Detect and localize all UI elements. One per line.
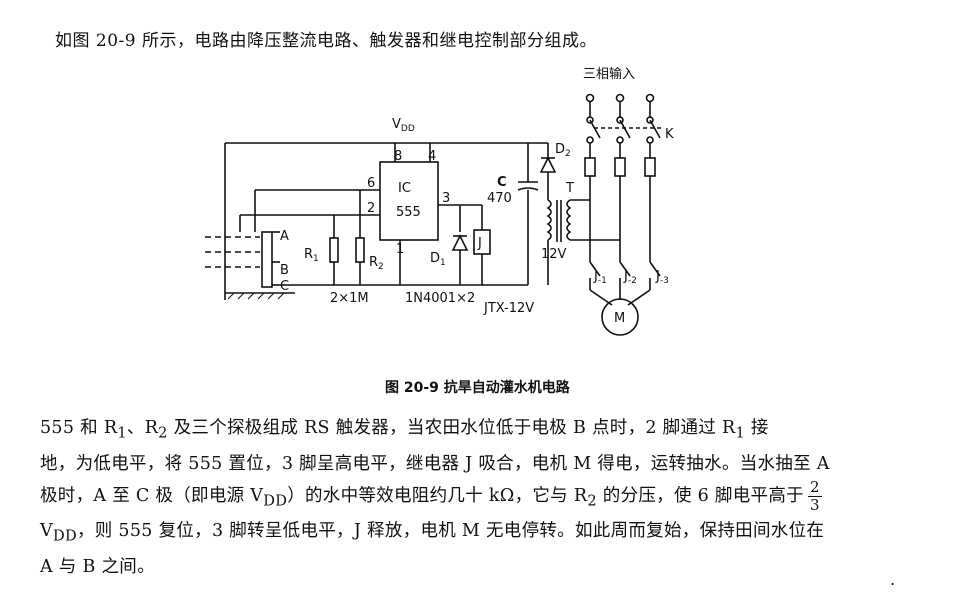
pin-3-label: 3	[442, 191, 450, 206]
r1-label: R1	[304, 247, 319, 264]
d2-label: D2	[555, 142, 571, 159]
cap-value: 470	[487, 191, 512, 206]
ic-label: IC	[398, 181, 411, 196]
paragraph-line-4: VDD，则 555 复位，3 脚转呈低电平，J 释放，电机 M 无电停转。如此周…	[40, 521, 825, 545]
ic-name: 555	[396, 205, 421, 220]
paragraph-line-3: 极时，A 至 C 极（即电源 VDD）的水中等效电阻约几十 kΩ，它与 R2 的…	[40, 477, 822, 514]
pin-4-label: 4	[428, 149, 436, 164]
twelve-volt-label: 12V	[541, 247, 567, 262]
intro-text: 如图 20-9 所示，电路由降压整流电路、触发器和继电控制部分组成。	[55, 31, 597, 51]
three-phase-input-label: 三相输入	[583, 66, 635, 82]
vdd-label: VDD	[392, 117, 415, 134]
probe-c-label: C	[280, 279, 289, 294]
transformer-label: T	[565, 181, 574, 196]
cap-label: C	[497, 175, 507, 190]
pin-1-label: 1	[396, 242, 404, 257]
diode-value: 1N4001×2	[405, 291, 475, 306]
motor-circle	[601, 298, 639, 336]
probe-b-label: B	[280, 263, 289, 278]
d1-label: D1	[430, 251, 446, 268]
contact-j3-label: J-3	[655, 269, 669, 286]
probe-a-label: A	[280, 229, 289, 244]
ic-555-box	[379, 161, 439, 241]
paragraph-line-1: 555 和 R1、R2 及三个探极组成 RS 触发器，当农田水位低于电极 B 点…	[40, 418, 769, 442]
motor-label: M	[614, 311, 625, 326]
paragraph-line-2: 地，为低电平，将 555 置位，3 脚呈高电平，继电器 J 吸合，电机 M 得电…	[40, 453, 830, 474]
contact-j1-label: J-1	[593, 269, 607, 286]
pin-8-label: 8	[394, 149, 402, 164]
contact-j2-label: J-2	[623, 269, 637, 286]
resistors-value: 2×1M	[330, 291, 369, 306]
pin-2-label: 2	[367, 201, 375, 216]
figure-caption: 图 20-9 抗旱自动灌水机电路	[385, 380, 570, 396]
pin-6-label: 6	[367, 176, 375, 191]
relay-value: JTX-12V	[483, 301, 534, 316]
switch-k-label: K	[665, 127, 674, 142]
body-paragraph: 555 和 R1、R2 及三个探极组成 RS 触发器，当农田水位低于电极 B 点…	[40, 413, 920, 582]
relay-j-label: J	[477, 236, 482, 251]
trailing-dot: .	[890, 570, 896, 589]
r2-label: R2	[369, 255, 384, 272]
paragraph-line-5: A 与 B 之间。	[40, 556, 155, 577]
